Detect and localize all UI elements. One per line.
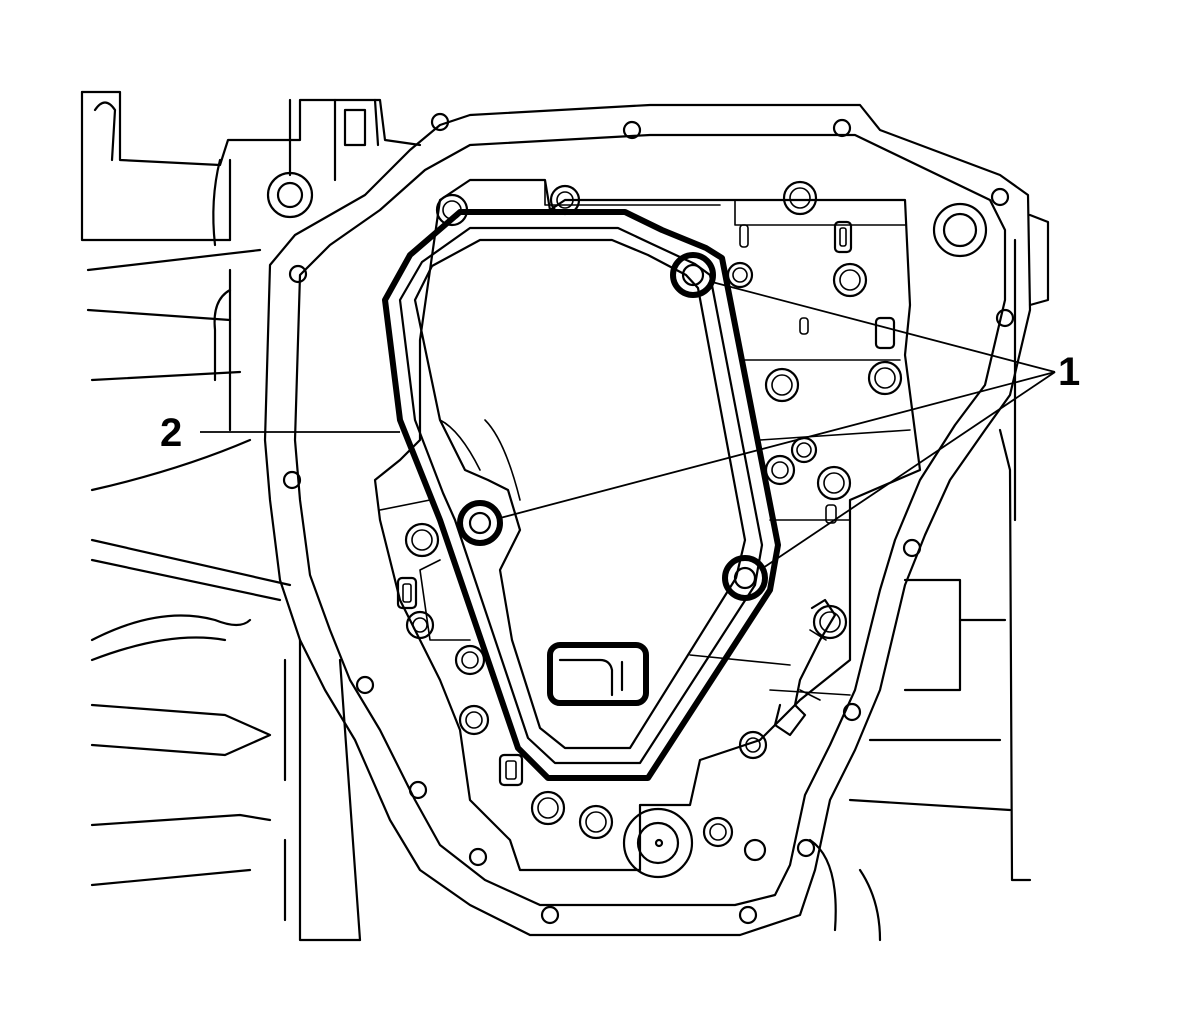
callout-label-2: 2 — [160, 411, 182, 455]
leader-1-to-left-bolt — [499, 371, 1056, 519]
leader-1-to-lower-bolt — [762, 371, 1056, 569]
callout-label-1: 1 — [1058, 350, 1080, 394]
transmission-fluid-filter — [382, 209, 781, 781]
solenoid-connector — [773, 598, 837, 737]
valve-body — [373, 178, 988, 879]
callout-leaders — [200, 281, 1056, 569]
valve-body-ports — [396, 220, 896, 787]
leader-1-to-upper-bolt — [711, 281, 1056, 373]
valve-body-bolts — [404, 180, 988, 879]
filter-retaining-bolts — [457, 252, 768, 601]
filter-pickup-box — [547, 642, 649, 706]
transmission-case-background — [80, 90, 1050, 942]
oil-pan-gasket-flange — [263, 103, 1032, 937]
